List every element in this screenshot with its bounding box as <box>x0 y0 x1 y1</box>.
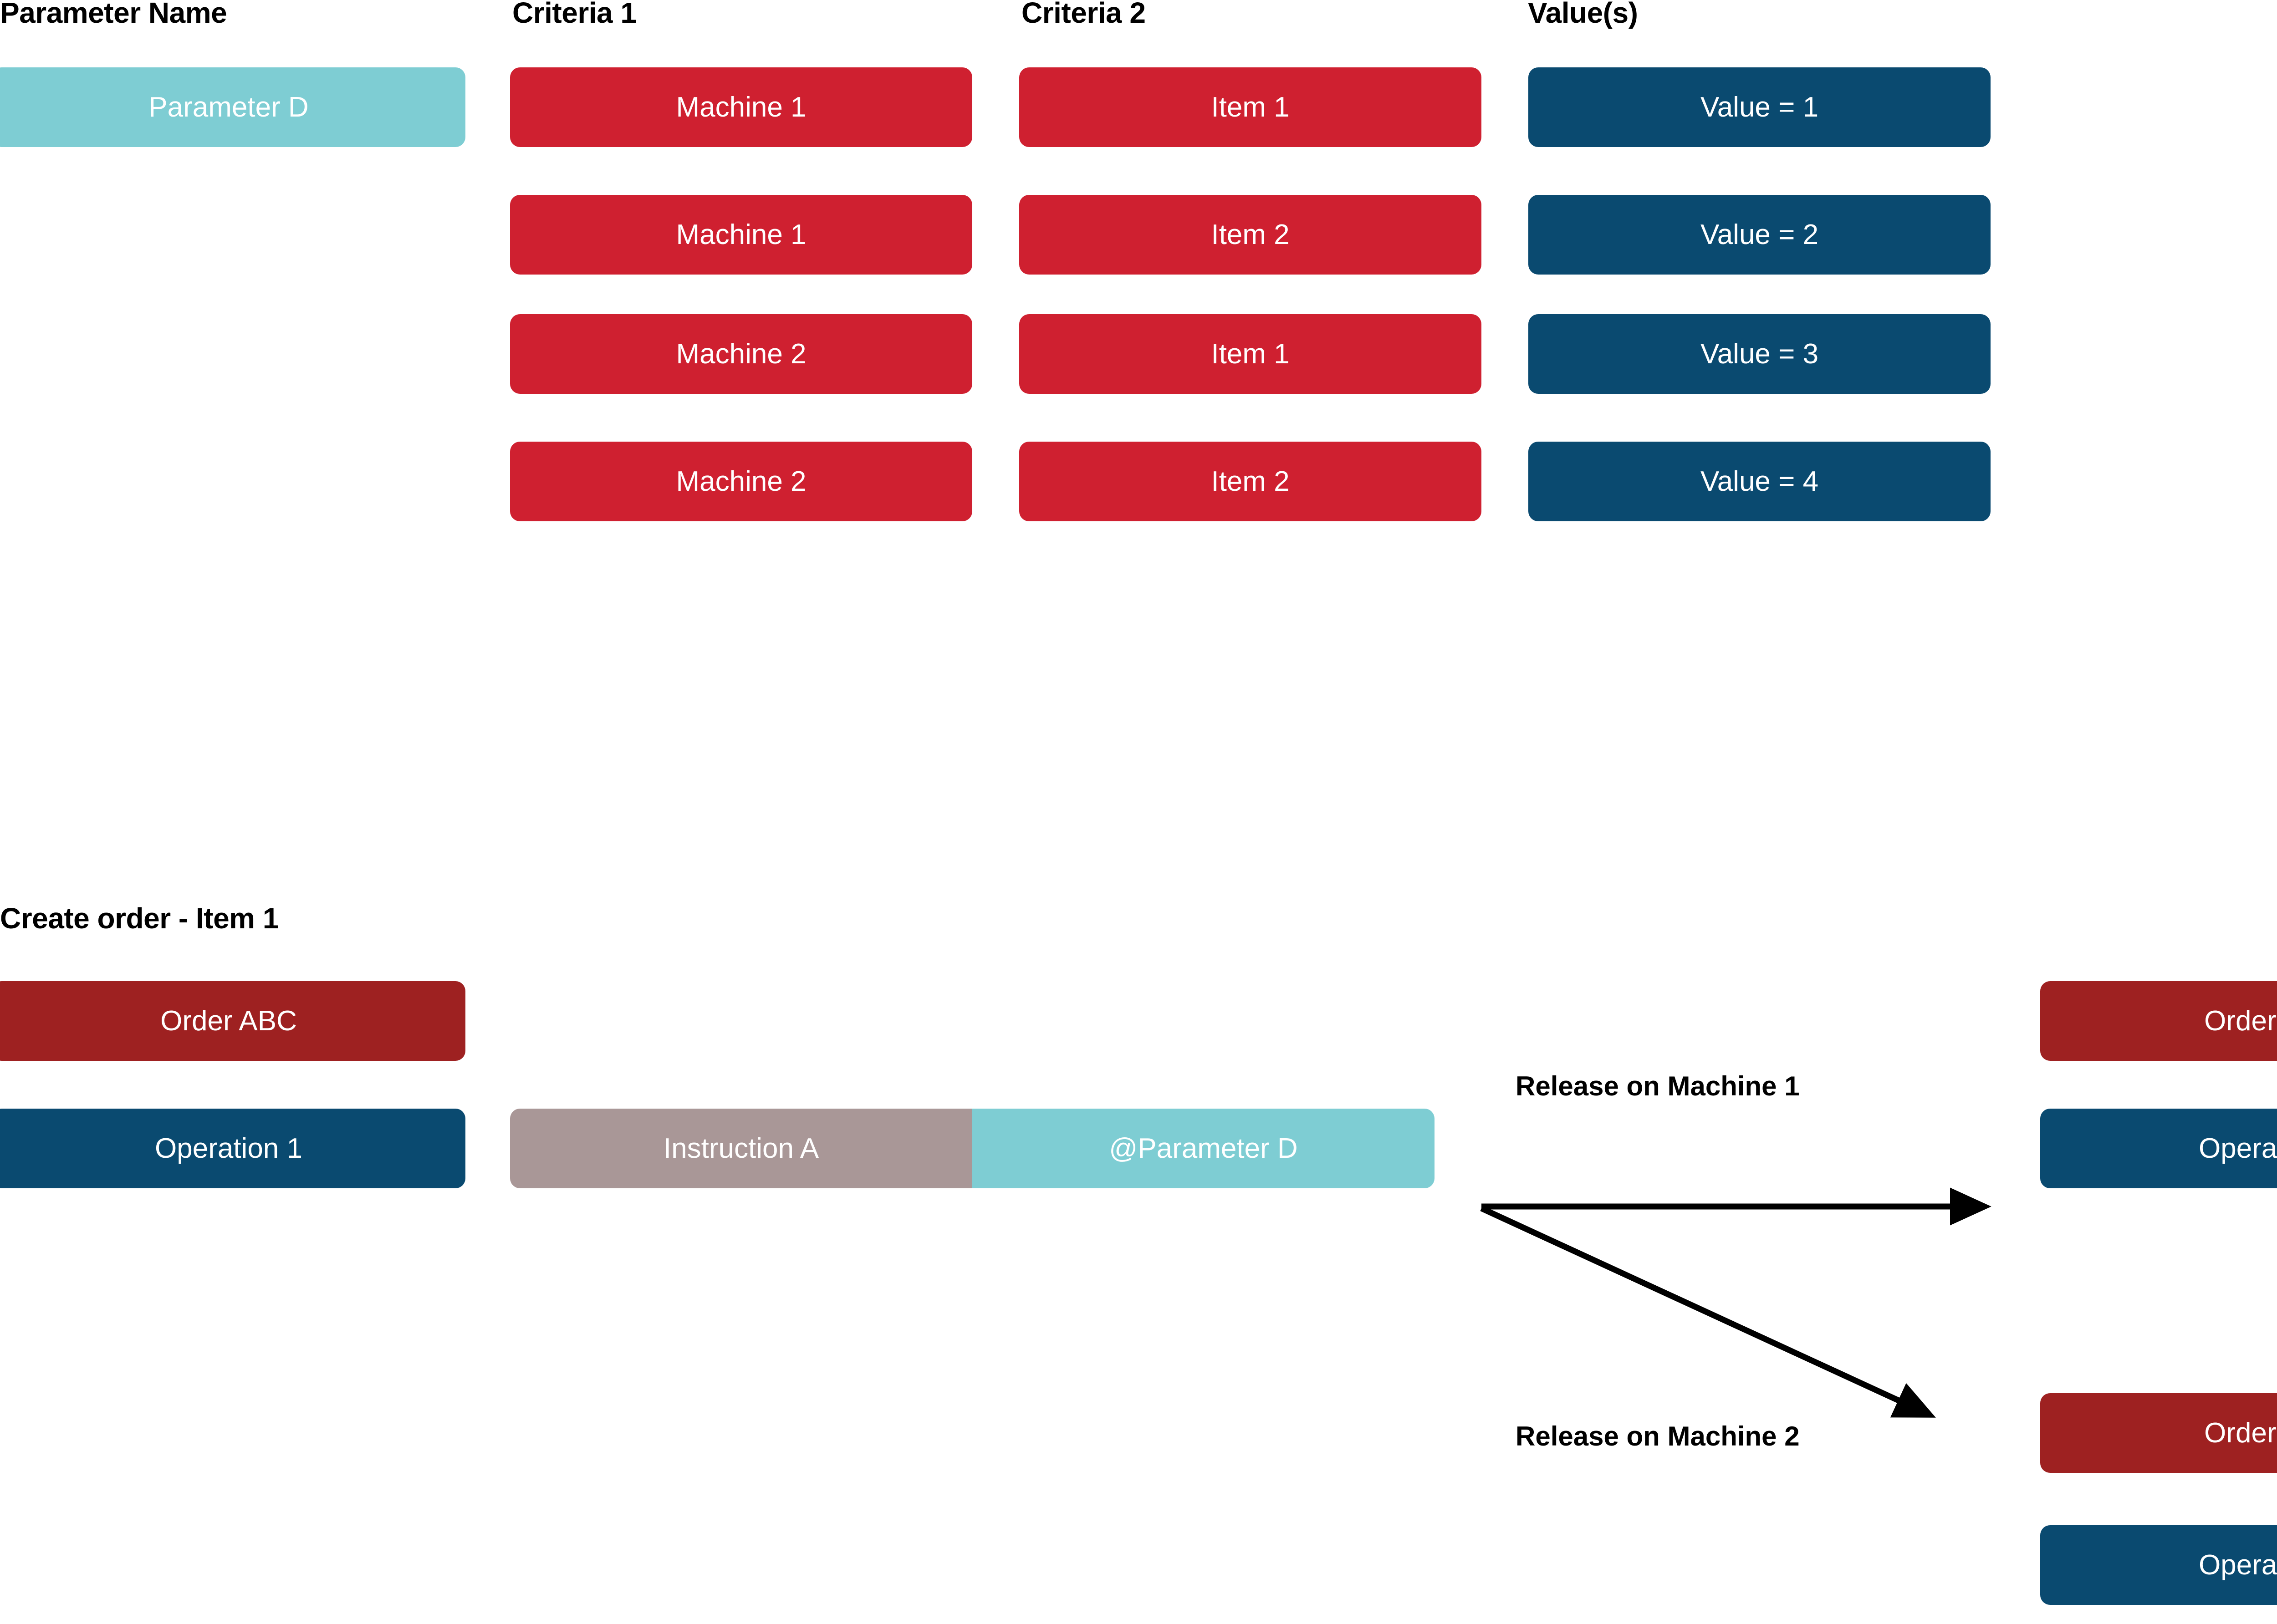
value-cell-row-0[interactable]: Value = 1 <box>1528 67 1991 147</box>
transition-label-machine-2: Release on Machine 2 <box>1516 1421 1800 1451</box>
parameter-chip-parameter-d[interactable]: Parameter D <box>0 67 465 147</box>
order-section-title: Create order - Item 1 <box>0 902 279 935</box>
criteria2-cell-row-0[interactable]: Item 1 <box>1019 67 1481 147</box>
criteria1-cell-row-1[interactable]: Machine 1 <box>510 195 972 275</box>
criteria1-cell-row-0[interactable]: Machine 1 <box>510 67 972 147</box>
result-operation-label-machine-2: Operation 1 <box>2199 1549 2277 1581</box>
value-label-row-3: Value = 4 <box>1700 465 1819 497</box>
result-order-label-machine-2: Order ABC <box>2204 1417 2277 1449</box>
source-operation-label: Operation 1 <box>155 1132 302 1164</box>
source-operation-chip[interactable]: Operation 1 <box>0 1109 465 1188</box>
criteria2-label-row-1: Item 2 <box>1211 219 1290 250</box>
header-criteria-1: Criteria 1 <box>512 0 637 29</box>
criteria1-label-row-3: Machine 2 <box>676 465 807 497</box>
criteria2-cell-row-1[interactable]: Item 2 <box>1019 195 1481 275</box>
criteria2-label-row-2: Item 1 <box>1211 338 1290 370</box>
source-instruction-chip[interactable]: Instruction A <box>510 1109 972 1188</box>
value-label-row-0: Value = 1 <box>1700 91 1819 123</box>
criteria1-label-row-0: Machine 1 <box>676 91 807 123</box>
criteria2-label-row-0: Item 1 <box>1211 91 1290 123</box>
criteria2-label-row-3: Item 2 <box>1211 465 1290 497</box>
value-label-row-1: Value = 2 <box>1700 219 1819 250</box>
value-cell-row-1[interactable]: Value = 2 <box>1528 195 1991 275</box>
header-criteria-2: Criteria 2 <box>1021 0 1146 29</box>
criteria1-label-row-2: Machine 2 <box>676 338 807 370</box>
transition-label-machine-1: Release on Machine 1 <box>1516 1071 1800 1101</box>
arrow-to-machine-2 <box>1480 1206 1936 1418</box>
value-label-row-2: Value = 3 <box>1700 338 1819 370</box>
result-order-chip-machine-1[interactable]: Order ABC <box>2040 981 2277 1061</box>
source-parameter-token-chip[interactable]: @Parameter D <box>972 1109 1435 1188</box>
header-parameter-name: Parameter Name <box>0 0 227 29</box>
source-order-chip[interactable]: Order ABC <box>0 981 465 1061</box>
value-cell-row-3[interactable]: Value = 4 <box>1528 442 1991 521</box>
result-order-label-machine-1: Order ABC <box>2204 1005 2277 1037</box>
criteria2-cell-row-3[interactable]: Item 2 <box>1019 442 1481 521</box>
criteria1-label-row-1: Machine 1 <box>676 219 807 250</box>
result-order-chip-machine-2[interactable]: Order ABC <box>2040 1393 2277 1473</box>
value-cell-row-2[interactable]: Value = 3 <box>1528 314 1991 394</box>
source-parameter-token-label: @Parameter D <box>1109 1132 1298 1164</box>
result-operation-label-machine-1: Operation 1 <box>2199 1132 2277 1164</box>
source-order-label: Order ABC <box>160 1005 297 1037</box>
result-operation-chip-machine-1[interactable]: Operation 1 <box>2040 1109 2277 1188</box>
criteria1-cell-row-2[interactable]: Machine 2 <box>510 314 972 394</box>
source-instruction-label: Instruction A <box>663 1132 819 1164</box>
criteria2-cell-row-2[interactable]: Item 1 <box>1019 314 1481 394</box>
parameter-chip-label: Parameter D <box>148 91 309 123</box>
header-values: Value(s) <box>1528 0 1638 29</box>
criteria1-cell-row-3[interactable]: Machine 2 <box>510 442 972 521</box>
result-operation-chip-machine-2[interactable]: Operation 1 <box>2040 1525 2277 1605</box>
